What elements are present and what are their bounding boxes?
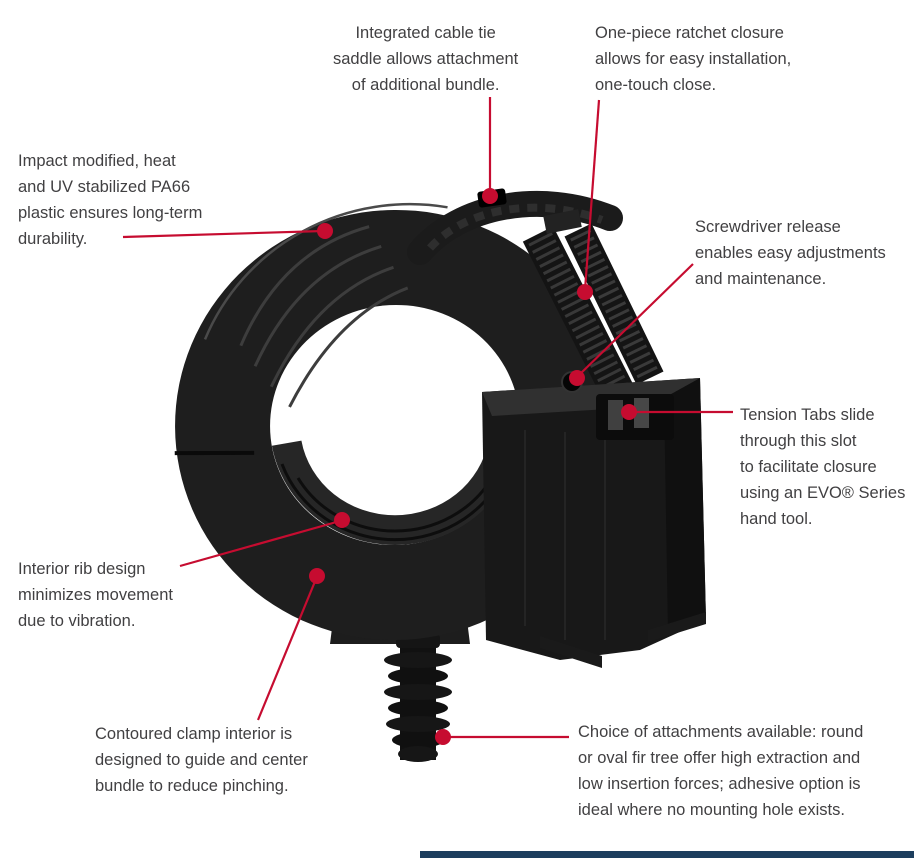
callout-text-pa66-durability: Impact modified, heat and UV stabilized … — [18, 152, 203, 248]
callout-dot-tension-tabs — [621, 404, 637, 420]
callout-dot-screwdriver-release — [569, 370, 585, 386]
callout-line-screwdriver-release — [577, 263, 694, 377]
callout-text-tension-tabs: Tension Tabs slide through this slot to … — [740, 406, 906, 528]
callout-line-interior-ribs — [179, 519, 341, 568]
callout-text-cable-tie-saddle: Integrated cable tie saddle allows attac… — [333, 24, 519, 94]
callout-dots — [309, 188, 637, 745]
callout-line-ratchet-closure — [583, 99, 601, 291]
callout-text-interior-ribs: Interior rib design minimizes movement d… — [18, 560, 173, 630]
callout-line-pa66-durability — [122, 229, 324, 239]
callout-dot-pa66-durability — [317, 223, 333, 239]
callout-dot-contoured-interior — [309, 568, 325, 584]
callout-lines — [122, 97, 733, 739]
callout-text-screwdriver-release: Screwdriver release enables easy adjustm… — [695, 218, 886, 288]
callout-text-ratchet-closure: One-piece ratchet closure allows for eas… — [595, 24, 792, 94]
callout-dot-attachments — [435, 729, 451, 745]
ratchet-strap — [522, 209, 664, 400]
callout-dot-ratchet-closure — [577, 284, 593, 300]
footer-bar — [420, 851, 914, 858]
callout-dot-interior-ribs — [334, 512, 350, 528]
ratchet-housing — [482, 371, 706, 668]
callout-line-contoured-interior — [256, 578, 318, 721]
callout-dot-cable-tie-saddle — [482, 188, 498, 204]
callout-text-attachments: Choice of attachments available: round o… — [578, 723, 864, 819]
callout-text-contoured-interior: Contoured clamp interior is designed to … — [95, 725, 308, 795]
